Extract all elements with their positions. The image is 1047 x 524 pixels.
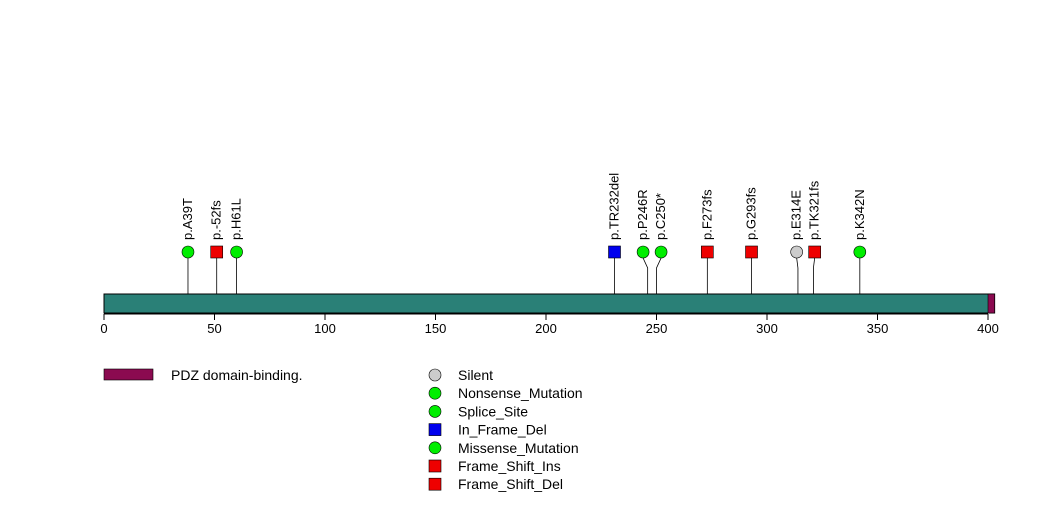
mutation-marker[interactable] — [745, 245, 758, 259]
mutation-marker[interactable] — [210, 245, 224, 259]
axis-tick-label: 100 — [314, 321, 336, 336]
legend-swatch — [428, 459, 442, 473]
mutation-markers — [181, 245, 867, 259]
mutation-marker[interactable] — [853, 245, 867, 259]
mutation-stem — [642, 252, 649, 294]
mutation-stem — [656, 252, 662, 294]
mutation-label: p.P246R — [635, 189, 650, 240]
axis-tick-label: 50 — [207, 321, 221, 336]
mutation-marker[interactable] — [654, 245, 668, 259]
legend-swatch — [428, 386, 442, 400]
mutation-marker[interactable] — [636, 245, 650, 259]
mutation-type-legend: SilentNonsense_MutationSplice_SiteIn_Fra… — [428, 367, 583, 492]
legend-label: Splice_Site — [458, 403, 528, 419]
axis-tick-label: 0 — [100, 321, 107, 336]
mutation-label: p.C250* — [653, 193, 668, 240]
legend-swatch — [428, 423, 442, 436]
legend-label: Frame_Shift_Del — [458, 476, 563, 492]
protein-backbone-group — [103, 293, 996, 314]
axis-tick-label: 200 — [535, 321, 557, 336]
legend-label: Silent — [458, 367, 493, 383]
mutation-label: p.TK321fs — [807, 180, 822, 240]
mutation-label: p.G293fs — [744, 187, 759, 240]
mutation-label: p.F273fs — [699, 189, 714, 240]
mutation-stems — [187, 252, 861, 294]
mutation-marker[interactable] — [230, 245, 243, 259]
mutation-label: p.H61L — [229, 198, 244, 240]
mutation-marker[interactable] — [608, 245, 621, 259]
mutation-stem — [796, 252, 799, 294]
mutation-label: p.TR232del — [607, 173, 622, 240]
legend-swatch — [428, 368, 442, 382]
legend-label: Frame_Shift_Ins — [458, 458, 561, 474]
mutation-label: p.E314E — [789, 190, 804, 240]
axis-tick-label: 150 — [425, 321, 447, 336]
legend-label: Missense_Mutation — [458, 440, 579, 456]
legend-swatch — [428, 477, 442, 491]
mutation-marker[interactable] — [808, 245, 821, 259]
position-axis: 0 50 100 150 200 250 300 350 400 — [100, 313, 999, 336]
protein-backbone — [103, 293, 996, 314]
mutation-marker[interactable] — [701, 245, 714, 259]
legend-label: Nonsense_Mutation — [458, 385, 583, 401]
axis-tick-label: 350 — [867, 321, 889, 336]
domain-legend-label: PDZ domain-binding. — [171, 367, 303, 383]
legend-swatch — [428, 441, 442, 455]
domain-legend: PDZ domain-binding. — [103, 367, 303, 383]
domain-region — [987, 293, 995, 314]
mutation-marker[interactable] — [790, 245, 803, 259]
axis-tick-label: 300 — [756, 321, 778, 336]
mutation-label: p.A39T — [180, 198, 195, 240]
legend-swatch — [428, 405, 442, 418]
axis-tick-label: 400 — [977, 321, 999, 336]
axis-tick-label: 250 — [646, 321, 668, 336]
mutation-label: p.-52fs — [209, 200, 224, 240]
mutation-marker[interactable] — [181, 245, 195, 259]
mutation-label: p.K342N — [852, 189, 867, 240]
domain-legend-swatch — [103, 368, 154, 381]
legend-label: In_Frame_Del — [458, 422, 547, 438]
